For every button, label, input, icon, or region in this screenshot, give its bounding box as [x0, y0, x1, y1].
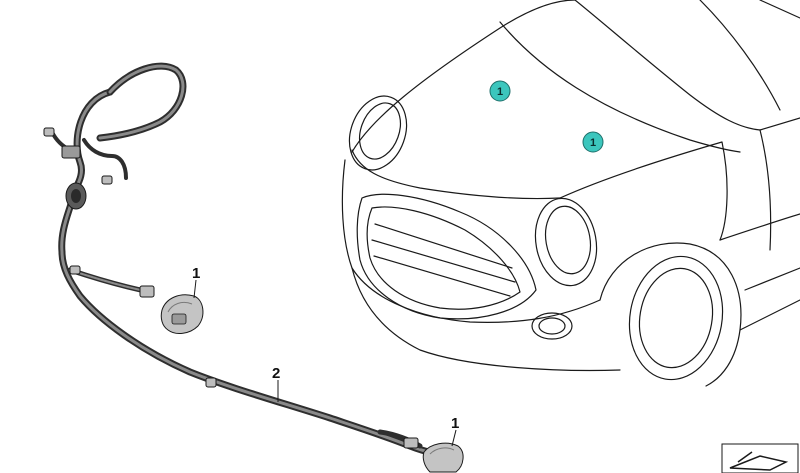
connector-upper [43, 127, 419, 449]
hotspot-badge-1-label: 1 [497, 86, 503, 98]
callout-part-1-upper: 1 [192, 265, 200, 282]
leader-lines [193, 279, 457, 447]
hotspot-badge-2-label: 1 [590, 137, 596, 149]
car-outline [341, 0, 800, 387]
hotspot-badge-2[interactable]: 1 [582, 131, 604, 153]
hotspot-badge-1[interactable]: 1 [489, 80, 511, 102]
grommet [65, 182, 87, 210]
callout-part-1-lower: 1 [451, 415, 459, 432]
sensor-part-1-lower [422, 442, 464, 473]
wiring-harness [50, 62, 440, 458]
catalog-reference-icon [721, 443, 799, 473]
sensor-part-1-upper [160, 294, 204, 334]
callout-part-2: 2 [272, 365, 280, 382]
